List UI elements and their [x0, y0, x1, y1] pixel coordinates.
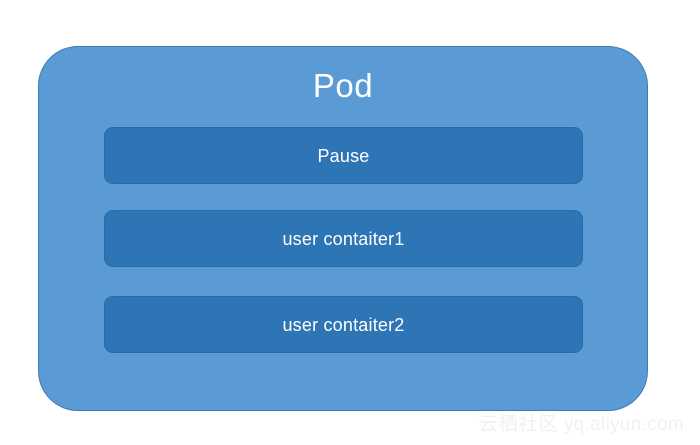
pod-title: Pod: [312, 67, 374, 104]
watermark-url: yq.aliyun.com: [563, 414, 684, 435]
container-label: user contaiter1: [282, 228, 405, 249]
container-label: user contaiter2: [282, 314, 405, 335]
watermark-site-name: 云栖社区: [478, 413, 559, 435]
watermark: 云栖社区 yq.aliyun.com: [478, 413, 684, 435]
container-box-user-2: user contaiter2: [104, 296, 583, 353]
container-label: Pause: [317, 145, 370, 166]
pod-container: Pod Pause user contaiter1 user contaiter…: [38, 46, 648, 411]
container-box-pause: Pause: [104, 127, 583, 184]
container-box-user-1: user contaiter1: [104, 210, 583, 267]
